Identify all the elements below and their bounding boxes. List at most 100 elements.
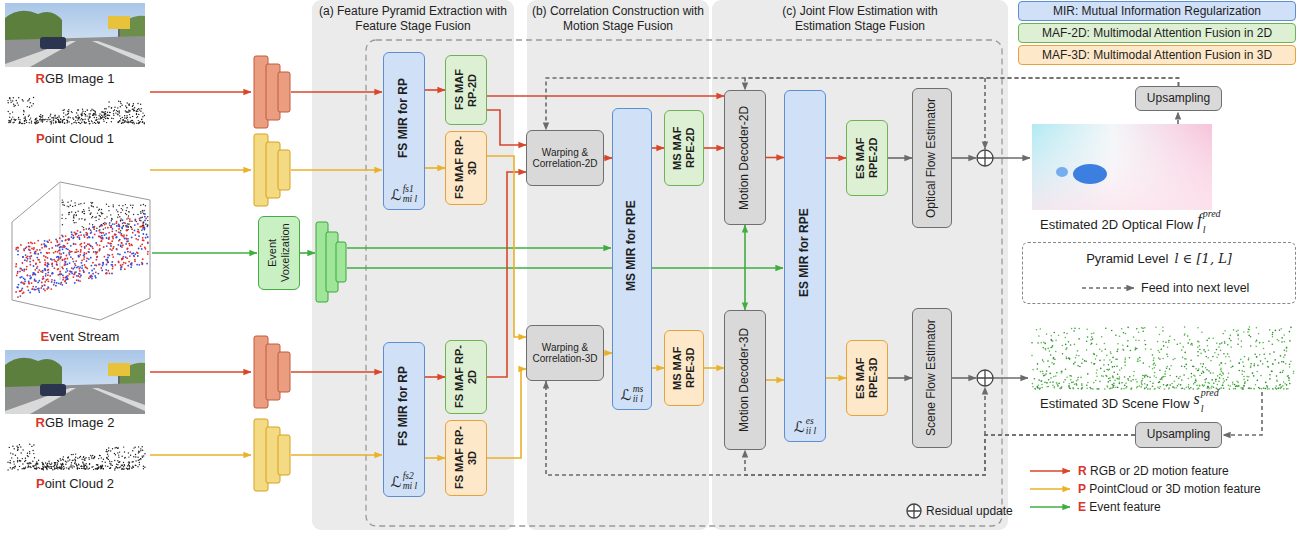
input-caption: RGB Image 2 <box>5 415 145 430</box>
process-box: Scene Flow Estimator <box>912 308 952 448</box>
box-label: MS MIR for RPE <box>625 115 639 377</box>
connector <box>487 95 724 97</box>
loss-subscript: ii l <box>633 395 644 405</box>
panel-heading: (c) Joint Flow Estimation with Estimatio… <box>760 4 960 33</box>
connector <box>604 352 612 354</box>
connector <box>826 377 846 379</box>
box-label: FS MAF RP-3D <box>453 424 478 492</box>
loss-indices: fs2mi l <box>403 472 418 491</box>
connector <box>704 367 724 369</box>
box-label: Motion Decoder-3D <box>738 314 752 446</box>
loss-indices: esii l <box>806 417 816 436</box>
connector <box>826 157 846 159</box>
loss-indices: msii l <box>633 385 644 404</box>
box-label: ES MAF RPE-2D <box>854 124 879 192</box>
connector <box>652 367 664 369</box>
loss-superscript: fs2 <box>403 472 418 482</box>
maf-2d-box: FS MAF RP-2D <box>445 55 487 125</box>
connector <box>766 157 784 159</box>
legend-row: Feed into next level <box>1023 281 1295 295</box>
connector <box>704 147 724 149</box>
box-label: Warping & Correlation-2D <box>527 147 603 170</box>
box-label: MS MAF RPE-3D <box>671 334 696 402</box>
mir-box: FS MIR for RP ℒfs2mi l <box>383 342 425 497</box>
connector <box>425 89 445 91</box>
connector <box>425 376 445 378</box>
box-label: FS MAF RP-3D <box>453 135 478 201</box>
mir-box: FS MIR for RP ℒfs1mi l <box>383 52 425 210</box>
process-box: Motion Decoder-2D <box>724 90 766 225</box>
note-box: Pyramid Levell ∈ [1, L] Feed into next le… <box>1022 242 1296 304</box>
box-label: Event Voxelization <box>266 220 291 286</box>
legend-swatch: MAF-2D: Multimodal Attention Fusion in 2… <box>1018 23 1296 43</box>
legend-row: Pyramid Levell ∈ [1, L] <box>1023 251 1295 266</box>
connector <box>652 147 664 149</box>
stage-panel: (c) Joint Flow Estimation with Estimatio… <box>712 0 1008 530</box>
loss-subscript: mi l <box>403 482 418 492</box>
loss-superscript: es <box>806 417 816 427</box>
math-subscript: l <box>1203 224 1206 235</box>
connector <box>425 167 445 169</box>
stage-panel: (b) Correlation Construction with Motion… <box>527 0 709 530</box>
loss-subscript: ii l <box>806 427 816 437</box>
process-box: Warping & Correlation-3D <box>526 325 604 381</box>
legend-text: Feed into next level <box>1141 281 1249 295</box>
voxelization-box: Event Voxelization <box>258 216 300 290</box>
maf-3d-box: FS MAF RP-3D <box>445 420 487 496</box>
box-label: ES MAF RPE-3D <box>854 344 879 412</box>
input-caption: Point Cloud 2 <box>5 476 145 491</box>
loss-indices: fs1mi l <box>403 185 418 204</box>
connector <box>888 377 912 379</box>
maf-2d-box: MS MAF RPE-2D <box>664 110 704 186</box>
input-caption: RGB Image 1 <box>5 71 145 86</box>
mir-box: ES MIR for RPE ℒesii l <box>784 90 826 442</box>
panel-heading: (b) Correlation Construction with Motion… <box>528 4 708 33</box>
maf-3d-box: ES MAF RPE-3D <box>846 340 888 416</box>
math-subscript: l <box>1201 403 1204 414</box>
loss-formula: ℒfs2mi l <box>391 472 417 491</box>
connector <box>604 157 612 159</box>
box-label: Upsampling <box>1147 92 1210 106</box>
loss-symbol: ℒ <box>794 418 805 436</box>
box-label: FS MIR for RP <box>397 59 411 177</box>
connector <box>766 379 784 381</box>
loss-symbol: ℒ <box>391 473 402 491</box>
legend-text: P PointCloud or 3D motion feature <box>1078 482 1261 496</box>
legend-text: MIR: Mutual Information Regularization <box>1053 4 1261 18</box>
box-label: MS MAF RPE-2D <box>671 114 696 182</box>
connector <box>744 225 746 310</box>
input-caption: Point Cloud 1 <box>5 131 145 146</box>
note: Residual update <box>926 504 1013 518</box>
box-label: Upsampling <box>1147 428 1210 442</box>
loss-superscript: ms <box>633 385 644 395</box>
box-label: FS MAF RP-2D <box>453 59 478 121</box>
loss-symbol: ℒ <box>621 386 632 404</box>
panel-heading: (a) Feature Pyramid Extraction with Feat… <box>315 4 511 33</box>
loss-formula: ℒesii l <box>794 417 816 436</box>
connector <box>425 457 445 459</box>
maf-3d-box: FS MAF RP-3D <box>445 131 487 205</box>
connector <box>888 157 912 159</box>
math-superscript: pred <box>1201 387 1219 398</box>
maf-2d-box: ES MAF RPE-2D <box>846 120 888 196</box>
math-superscript: pred <box>1203 208 1221 219</box>
mir-box: MS MIR for RPE ℒmsii l <box>612 108 652 410</box>
box-label: ES MIR for RPE <box>798 97 812 409</box>
box-label: FS MAF RP-2D <box>453 344 478 410</box>
legend-text: MAF-2D: Multimodal Attention Fusion in 2… <box>1042 26 1272 40</box>
process-box: Upsampling <box>1135 422 1222 448</box>
maf-3d-box: MS MAF RPE-3D <box>664 330 704 406</box>
loss-superscript: fs1 <box>403 185 418 195</box>
loss-subscript: mi l <box>403 195 418 205</box>
loss-symbol: ℒ <box>391 186 402 204</box>
math-symbol: f <box>1197 211 1201 229</box>
process-box: Motion Decoder-3D <box>724 310 766 450</box>
box-label: Motion Decoder-2D <box>738 94 752 221</box>
process-box: Upsampling <box>1135 86 1222 111</box>
legend-text: R RGB or 2D motion feature <box>1078 464 1229 478</box>
box-label: Scene Flow Estimator <box>925 312 939 444</box>
box-label: FS MIR for RP <box>397 349 411 464</box>
legend-swatch: MAF-3D: Multimodal Attention Fusion in 3… <box>1018 45 1296 65</box>
legend-swatch: MIR: Mutual Information Regularization <box>1018 1 1296 21</box>
